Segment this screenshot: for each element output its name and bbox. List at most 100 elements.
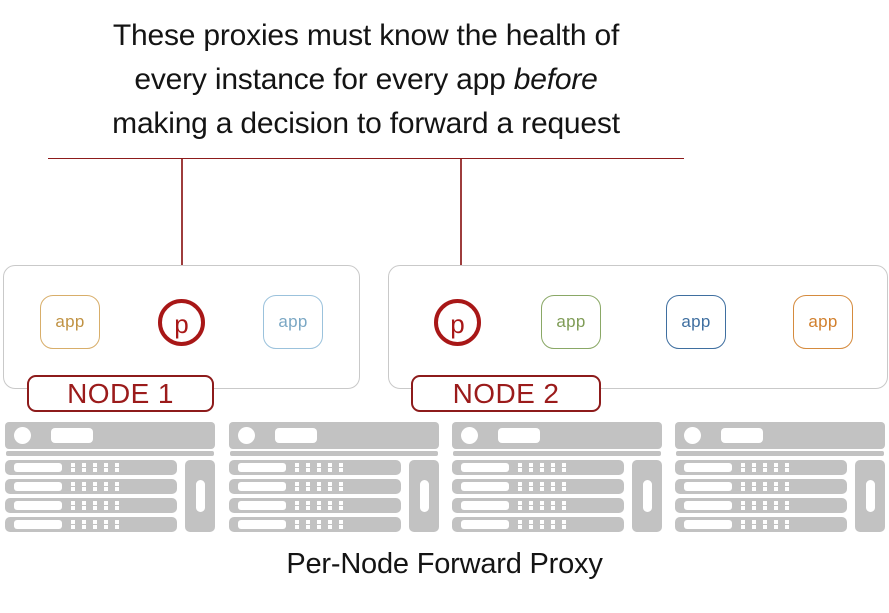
app-label: app [55,312,85,331]
drive-face-plate [461,482,509,491]
app-label: app [808,312,838,331]
title-line-1: These proxies must know the health of [112,19,620,52]
rack-drive-bay [452,479,624,494]
drive-led-grid-icon [71,482,123,491]
title-line-3: making a decision to forward a request [112,107,620,140]
rack-top-panel [51,428,93,443]
rack-top-unit [5,422,215,449]
caption-text: Per-Node Forward Proxy [286,548,603,580]
rack-side-panel [409,460,439,532]
rack-drive-bay [5,460,177,475]
rack-drive-bay [5,517,177,532]
drive-face-plate [14,520,62,529]
title-text: These proxies must know the health of ev… [48,14,684,146]
drive-led-grid-icon [518,463,570,472]
server-rack-1 [5,422,215,532]
rack-drive-bay [452,498,624,513]
title-underline-rule [48,158,684,159]
proxy-node-2[interactable]: p [434,299,481,346]
drive-led-grid-icon [71,463,123,472]
rack-top-lip [230,451,438,456]
rack-top-lip [453,451,661,456]
rack-power-circle-icon [461,427,478,444]
drive-led-grid-icon [295,501,347,510]
rack-top-unit [675,422,885,449]
drive-face-plate [684,520,732,529]
rack-side-slot [420,480,429,512]
rack-drive-bays [452,460,662,532]
rack-power-circle-icon [238,427,255,444]
rack-top-panel [721,428,763,443]
node-label-1[interactable]: NODE 1 [27,375,214,412]
drive-led-grid-icon [741,501,793,510]
app-label: app [556,312,586,331]
drive-face-plate [14,463,62,472]
rack-top-unit [452,422,662,449]
drive-face-plate [461,463,509,472]
app-label: app [278,312,308,331]
drive-face-plate [238,463,286,472]
drive-led-grid-icon [741,463,793,472]
rack-power-circle-icon [14,427,31,444]
drive-led-grid-icon [71,501,123,510]
rack-side-panel [185,460,215,532]
rack-drive-bay [675,517,847,532]
app-instance-node1-1[interactable]: app [40,295,100,349]
drive-led-grid-icon [518,482,570,491]
drive-led-grid-icon [295,482,347,491]
drive-face-plate [238,520,286,529]
app-instance-node2-1[interactable]: app [541,295,601,349]
proxy-label: p [450,308,465,339]
rack-drive-bay [452,460,624,475]
app-instance-node2-2[interactable]: app [666,295,726,349]
drive-face-plate [461,501,509,510]
title-line-2-text: every instance for every app [134,63,514,96]
drive-led-grid-icon [518,501,570,510]
drive-led-grid-icon [741,520,793,529]
drive-led-grid-icon [741,482,793,491]
node-label-text: NODE 1 [67,377,174,409]
proxy-node-1[interactable]: p [158,299,205,346]
rack-drive-bay [675,479,847,494]
drive-face-plate [238,501,286,510]
drive-face-plate [14,501,62,510]
proxy-label: p [174,308,189,339]
rack-side-slot [196,480,205,512]
drive-face-plate [14,482,62,491]
rack-side-slot [866,480,875,512]
rack-drive-bays [675,460,885,532]
drive-face-plate [684,482,732,491]
app-label: app [681,312,711,331]
rack-top-panel [498,428,540,443]
rack-power-circle-icon [684,427,701,444]
title-line-2: every instance for every app before [48,58,684,102]
rack-top-lip [676,451,884,456]
rack-drive-bay [452,517,624,532]
rack-drive-bay [675,460,847,475]
rack-drive-bay [229,479,401,494]
drive-face-plate [684,463,732,472]
rack-drive-bay [229,460,401,475]
drive-led-grid-icon [295,520,347,529]
rack-drive-bays [229,460,439,532]
rack-drive-bay [5,479,177,494]
drive-face-plate [461,520,509,529]
rack-drive-bay [229,498,401,513]
rack-side-panel [855,460,885,532]
server-rack-4 [675,422,885,532]
rack-top-panel [275,428,317,443]
drive-led-grid-icon [295,463,347,472]
node-label-2[interactable]: NODE 2 [411,375,601,412]
node-label-text: NODE 2 [452,377,560,409]
app-instance-node1-2[interactable]: app [263,295,323,349]
rack-drive-bay [229,517,401,532]
drive-led-grid-icon [71,520,123,529]
drive-face-plate [684,501,732,510]
rack-side-slot [643,480,652,512]
server-rack-2 [229,422,439,532]
app-instance-node2-3[interactable]: app [793,295,853,349]
rack-side-panel [632,460,662,532]
rack-drive-bays [5,460,215,532]
rack-drive-bay [675,498,847,513]
